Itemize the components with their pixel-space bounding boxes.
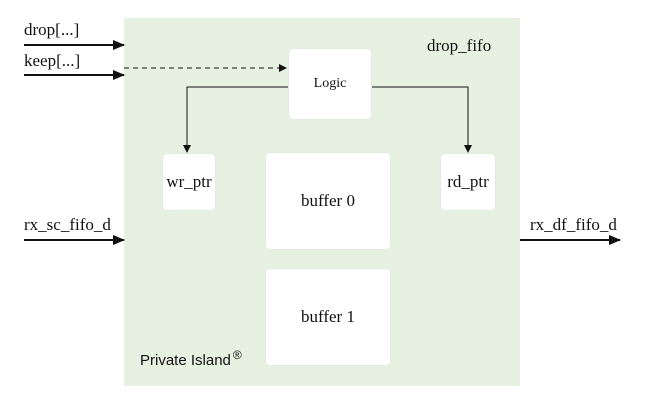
rx-df-output-label: rx_df_fifo_d — [530, 215, 617, 234]
brand-name: Private Island — [140, 352, 231, 369]
rd-ptr-block: rd_ptr — [440, 153, 496, 211]
buffer-1-block: buffer 1 — [265, 268, 391, 366]
wr-ptr-block: wr_ptr — [162, 153, 216, 211]
registered-mark: ® — [232, 348, 242, 362]
keep-input-label: keep[...] — [24, 51, 81, 70]
module-title: drop_fifo — [427, 36, 492, 55]
rx-sc-input-label: rx_sc_fifo_d — [24, 215, 111, 234]
logic-to-wr-ptr-arrow — [183, 86, 288, 153]
logic-to-rd-ptr-arrow — [372, 86, 472, 153]
brand-label: Private Island® — [140, 348, 242, 369]
buffer-0-block: buffer 0 — [265, 152, 391, 250]
logic-block: Logic — [288, 48, 372, 120]
drop-input-label: drop[...] — [24, 20, 80, 39]
